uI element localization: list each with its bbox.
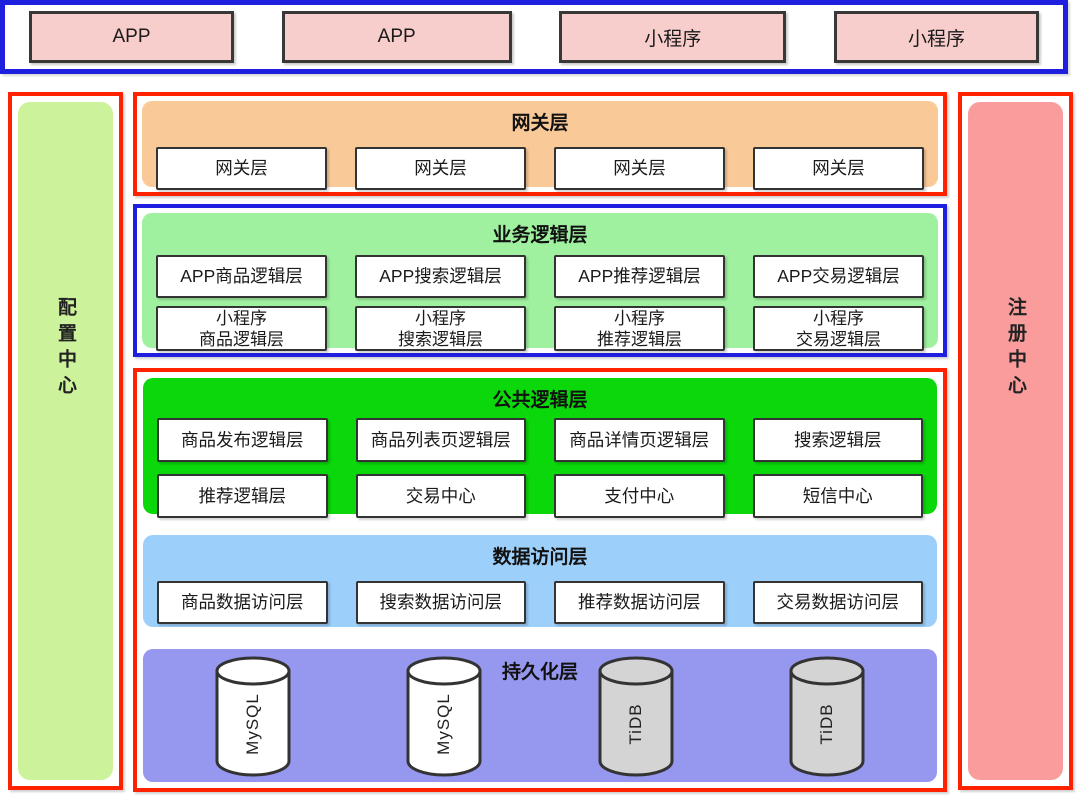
gateway-layer-title: 网关层 bbox=[511, 113, 569, 134]
client-box-app-1: APP bbox=[29, 11, 234, 63]
common-box: 商品详情页逻辑层 bbox=[554, 418, 725, 462]
client-label: APP bbox=[112, 26, 151, 47]
business-logic-layer: 业务逻辑层 APP商品逻辑层 APP搜索逻辑层 APP推荐逻辑层 APP交易逻辑… bbox=[142, 213, 938, 351]
persistence-layer-title: 持久化层 bbox=[501, 662, 578, 683]
gateway-box: 网关层 bbox=[554, 147, 725, 190]
client-box-miniprogram-1: 小程序 bbox=[559, 11, 787, 63]
cylinder-icon bbox=[598, 656, 674, 777]
data-access-row: 商品数据访问层 搜索数据访问层 推荐数据访问层 交易数据访问层 bbox=[157, 581, 923, 624]
backend-layers-frame: 公共逻辑层 商品发布逻辑层 商品列表页逻辑层 商品详情页逻辑层 搜索逻辑层 推荐… bbox=[133, 368, 947, 792]
business-box: 小程序 交易逻辑层 bbox=[753, 306, 924, 351]
common-logic-layer: 公共逻辑层 商品发布逻辑层 商品列表页逻辑层 商品详情页逻辑层 搜索逻辑层 推荐… bbox=[143, 378, 937, 518]
gateway-layer-frame: 网关层 网关层 网关层 网关层 网关层 bbox=[133, 92, 947, 196]
persistence-layer: 持久化层 MySQL MySQL bbox=[143, 649, 937, 782]
business-box: 小程序 推荐逻辑层 bbox=[554, 306, 725, 351]
database-row: MySQL MySQL TiDB bbox=[157, 653, 923, 777]
gateway-box: 网关层 bbox=[156, 147, 327, 190]
config-center-label: 配置中心 bbox=[55, 297, 76, 402]
business-logic-layer-title: 业务逻辑层 bbox=[492, 225, 588, 246]
common-box: 商品列表页逻辑层 bbox=[355, 418, 526, 462]
business-row-app: APP商品逻辑层 APP搜索逻辑层 APP推荐逻辑层 APP交易逻辑层 bbox=[156, 255, 924, 298]
client-row-frame: APP APP 小程序 小程序 bbox=[0, 0, 1068, 74]
business-logic-layer-frame: 业务逻辑层 APP商品逻辑层 APP搜索逻辑层 APP推荐逻辑层 APP交易逻辑… bbox=[133, 204, 947, 357]
business-row-miniprogram: 小程序 商品逻辑层 小程序 搜索逻辑层 小程序 推荐逻辑层 小程序 交易逻辑层 bbox=[156, 306, 924, 351]
registry-center-frame: 注册中心 bbox=[958, 92, 1073, 790]
config-center-panel: 配置中心 bbox=[18, 102, 113, 780]
common-box: 推荐逻辑层 bbox=[157, 474, 328, 518]
common-row-2: 推荐逻辑层 交易中心 支付中心 短信中心 bbox=[157, 474, 923, 518]
database-label: MySQL bbox=[434, 693, 454, 756]
common-row-1: 商品发布逻辑层 商品列表页逻辑层 商品详情页逻辑层 搜索逻辑层 bbox=[157, 418, 923, 462]
common-logic-layer-title: 公共逻辑层 bbox=[492, 390, 588, 411]
gateway-row: 网关层 网关层 网关层 网关层 bbox=[156, 147, 924, 190]
data-access-box: 交易数据访问层 bbox=[752, 581, 923, 624]
cylinder-icon bbox=[406, 656, 482, 777]
database-label: MySQL bbox=[242, 693, 262, 756]
database-label: TiDB bbox=[817, 703, 837, 746]
database-cylinder-mysql-1: MySQL bbox=[214, 655, 292, 779]
business-box: APP商品逻辑层 bbox=[156, 255, 327, 298]
database-cylinder-tidb-1: TiDB bbox=[597, 655, 675, 779]
client-box-app-2: APP bbox=[281, 11, 512, 63]
registry-center-label: 注册中心 bbox=[1005, 297, 1026, 402]
config-center-frame: 配置中心 bbox=[8, 92, 123, 790]
data-access-box: 商品数据访问层 bbox=[157, 581, 328, 624]
client-label: 小程序 bbox=[644, 28, 702, 50]
common-box: 商品发布逻辑层 bbox=[157, 418, 328, 462]
registry-center-panel: 注册中心 bbox=[968, 102, 1063, 780]
business-box: APP搜索逻辑层 bbox=[355, 255, 526, 298]
data-access-layer-title: 数据访问层 bbox=[492, 547, 588, 568]
common-box: 交易中心 bbox=[355, 474, 526, 518]
database-cylinder-tidb-2: TiDB bbox=[788, 655, 866, 779]
business-box: 小程序 商品逻辑层 bbox=[156, 306, 327, 351]
data-access-box: 推荐数据访问层 bbox=[554, 581, 725, 624]
gateway-layer: 网关层 网关层 网关层 网关层 网关层 bbox=[142, 101, 938, 190]
business-box: 小程序 搜索逻辑层 bbox=[355, 306, 526, 351]
client-box-miniprogram-2: 小程序 bbox=[833, 11, 1039, 63]
cylinder-icon bbox=[215, 656, 291, 777]
gateway-box: 网关层 bbox=[355, 147, 526, 190]
data-access-box: 搜索数据访问层 bbox=[355, 581, 526, 624]
database-label: TiDB bbox=[625, 703, 645, 746]
data-access-layer: 数据访问层 商品数据访问层 搜索数据访问层 推荐数据访问层 交易数据访问层 bbox=[143, 535, 937, 627]
client-label: APP bbox=[377, 26, 416, 47]
business-box: APP交易逻辑层 bbox=[753, 255, 924, 298]
business-box: APP推荐逻辑层 bbox=[554, 255, 725, 298]
database-cylinder-mysql-2: MySQL bbox=[405, 655, 483, 779]
common-box: 短信中心 bbox=[752, 474, 923, 518]
cylinder-icon bbox=[789, 656, 865, 777]
client-label: 小程序 bbox=[907, 28, 965, 50]
common-box: 搜索逻辑层 bbox=[752, 418, 923, 462]
common-box: 支付中心 bbox=[554, 474, 725, 518]
gateway-box: 网关层 bbox=[753, 147, 924, 190]
